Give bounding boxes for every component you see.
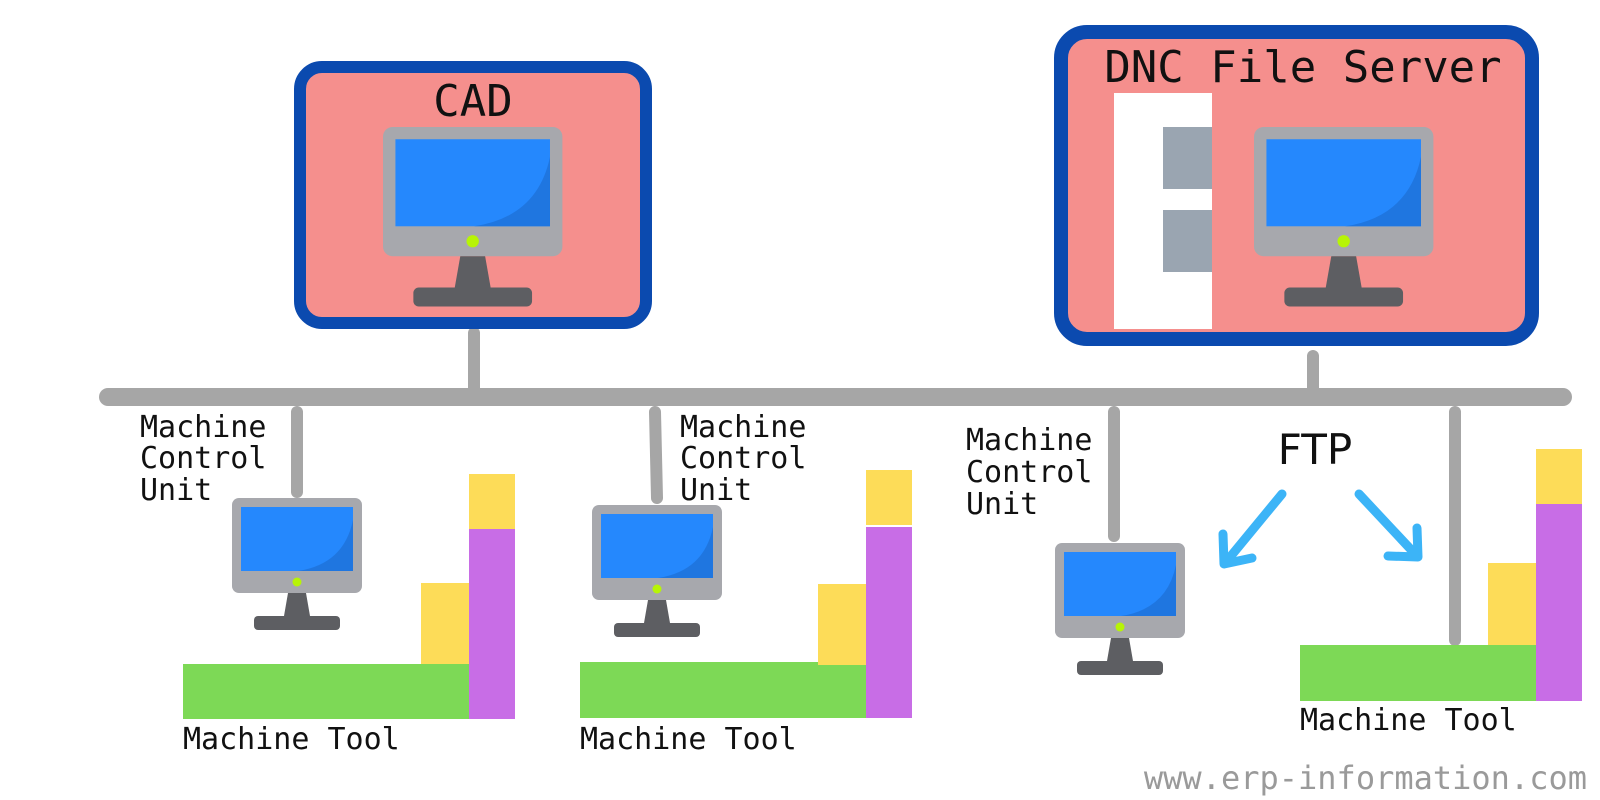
machine-tool-1-head xyxy=(469,474,515,529)
server-drive-2 xyxy=(1163,210,1212,272)
server-drive-1 xyxy=(1163,127,1212,189)
machine-tool-1: Machine Tool xyxy=(183,474,515,757)
server-title: DNC File Server xyxy=(1104,42,1501,93)
dnc-file-server: DNC File Server xyxy=(1054,25,1539,346)
watermark: www.erp-information.com xyxy=(1144,759,1587,797)
mcu-label-2-line3: Unit xyxy=(680,473,752,508)
machine-tool-3-column xyxy=(1536,504,1582,701)
mcu2-connector xyxy=(649,406,663,504)
mcu-label-2-line2: Control xyxy=(680,441,806,476)
machine-tool-1-block xyxy=(421,583,469,664)
mcu-label-3: Machine Control Unit xyxy=(966,423,1092,522)
ftp-arrow-left-icon xyxy=(1218,489,1287,569)
machine-tool-2-label: Machine Tool xyxy=(580,722,797,757)
mcu-label-1-line3: Unit xyxy=(140,473,212,508)
mcu3-monitor-icon xyxy=(1055,543,1185,675)
ftp-label: FTP xyxy=(1278,425,1352,474)
mcu-label-2-line1: Machine xyxy=(680,410,806,445)
cad-title: CAD xyxy=(433,76,512,127)
machine-tool-3-head xyxy=(1536,449,1582,504)
machine-tool-1-column xyxy=(469,529,515,719)
mcu-label-1-line1: Machine xyxy=(140,410,266,445)
machine-tool-3: Machine Tool xyxy=(1300,449,1582,738)
cad-workstation: CAD xyxy=(294,61,652,329)
machine-tool-1-label: Machine Tool xyxy=(183,722,400,757)
machine-tool-3-label: Machine Tool xyxy=(1300,703,1517,738)
mcu-label-3-line1: Machine xyxy=(966,423,1092,458)
machine-tool-2-head xyxy=(866,470,912,525)
mcu-label-3-line3: Unit xyxy=(966,487,1038,522)
mcu-label-1-line2: Control xyxy=(140,441,266,476)
mcu1-monitor-icon xyxy=(232,498,362,630)
mcu-label-1: Machine Control Unit xyxy=(140,410,266,508)
machine-tool-3-base xyxy=(1300,645,1536,701)
mcu2-monitor-icon xyxy=(592,505,722,637)
machine-tool-2: Machine Tool xyxy=(580,470,912,757)
mcu-label-3-line2: Control xyxy=(966,455,1092,490)
ftp-arrow-right-icon xyxy=(1354,489,1423,562)
machine-tool-2-block xyxy=(818,584,866,665)
mcu-label-2: Machine Control Unit xyxy=(680,410,806,508)
machine-tool-2-column xyxy=(866,527,912,718)
machine-tool-2-base xyxy=(580,662,866,718)
machine-tool-1-base xyxy=(183,664,469,719)
machine-tool-3-block xyxy=(1488,563,1536,645)
